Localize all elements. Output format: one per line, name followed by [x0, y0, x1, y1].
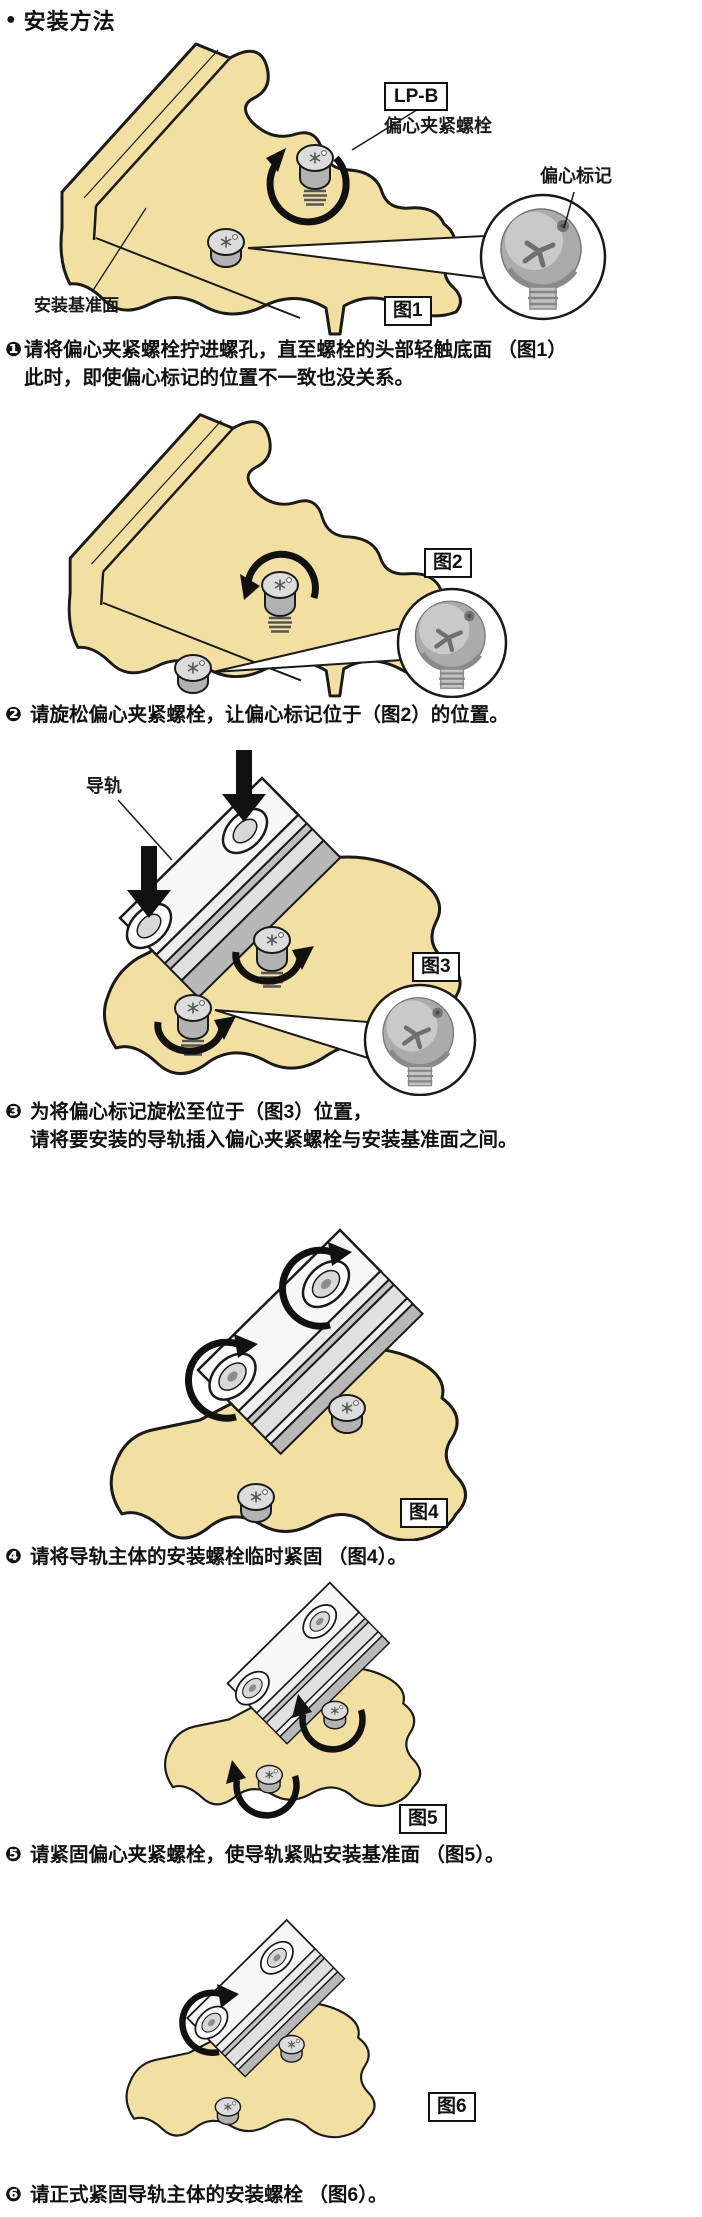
- figure-2-illustration: [67, 413, 508, 698]
- step-marker: ❻: [5, 2184, 22, 2206]
- step-1: ❶ 请将偏心夹紧螺栓拧进螺孔，直至螺栓的头部轻触底面 （图1） 此时，即使偏心标…: [5, 336, 699, 392]
- label-eccentric-mark: 偏心标记: [540, 166, 612, 186]
- step-line: 请紧固偏心夹紧螺栓，使导轨紧贴安装基准面 （图5）。: [29, 1844, 505, 1866]
- step-5: ❺ 请紧固偏心夹紧螺栓，使导轨紧贴安装基准面 （图5）。: [5, 1841, 699, 1869]
- step-line: 请正式紧固导轨主体的安装螺栓 （图6）。: [29, 2184, 388, 2206]
- page-title: ● 安装方法: [6, 4, 116, 36]
- figure-6-illustration: [0, 1878, 702, 2170]
- model-label-box: LP-B: [384, 82, 449, 111]
- step-marker: ❷: [5, 704, 22, 726]
- figure-caption-3: 图3: [412, 952, 460, 982]
- step-line: 请旋松偏心夹紧螺栓，让偏心标记位于（图2）的位置。: [29, 704, 509, 726]
- step-marker: ❶: [5, 339, 22, 361]
- step-2: ❷ 请旋松偏心夹紧螺栓，让偏心标记位于（图2）的位置。: [5, 701, 699, 729]
- figure-caption-5: 图5: [399, 1804, 447, 1834]
- bullet-icon: ●: [6, 11, 16, 28]
- figure-5-illustration: [0, 1580, 702, 1819]
- label-rail: 导轨: [86, 776, 122, 796]
- figure-caption-4: 图4: [400, 1498, 448, 1528]
- step-marker: ❺: [5, 1844, 22, 1866]
- figure-caption-1: 图1: [384, 296, 432, 326]
- figure-caption-2: 图2: [424, 548, 472, 578]
- page-title-text: 安装方法: [23, 9, 116, 34]
- step-marker: ❸: [5, 1101, 22, 1123]
- step-4: ❹ 请将导轨主体的安装螺栓临时紧固 （图4）。: [5, 1543, 699, 1571]
- step-3: ❸ 为将偏心标记旋松至位于（图3）位置， 请将要安装的导轨插入偏心夹紧螺栓与安装…: [5, 1098, 699, 1154]
- figure-1-illustration: [59, 42, 607, 336]
- step-line: 请将偏心夹紧螺栓拧进螺孔，直至螺栓的头部轻触底面 （图1）: [23, 339, 567, 361]
- step-line: 为将偏心标记旋松至位于（图3）位置，: [29, 1101, 373, 1123]
- model-label: LP-B: [394, 86, 439, 107]
- step-line: 请将导轨主体的安装螺栓临时紧固 （图4）。: [29, 1546, 407, 1568]
- label-mounting-surface: 安装基准面: [34, 296, 119, 315]
- step-6: ❻ 请正式紧固导轨主体的安装螺栓 （图6）。: [5, 2181, 699, 2209]
- step-line: 此时，即使偏心标记的位置不一致也没关系。: [23, 367, 414, 389]
- figure-3-illustration: [102, 750, 477, 1096]
- step-marker: ❹: [5, 1546, 22, 1568]
- step-line: 请将要安装的导轨插入偏心夹紧螺栓与安装基准面之间。: [29, 1129, 518, 1151]
- figure-caption-6: 图6: [428, 2092, 476, 2122]
- figure-4-illustration: [0, 1185, 702, 1541]
- label-eccentric-bolt: 偏心夹紧螺栓: [384, 116, 492, 136]
